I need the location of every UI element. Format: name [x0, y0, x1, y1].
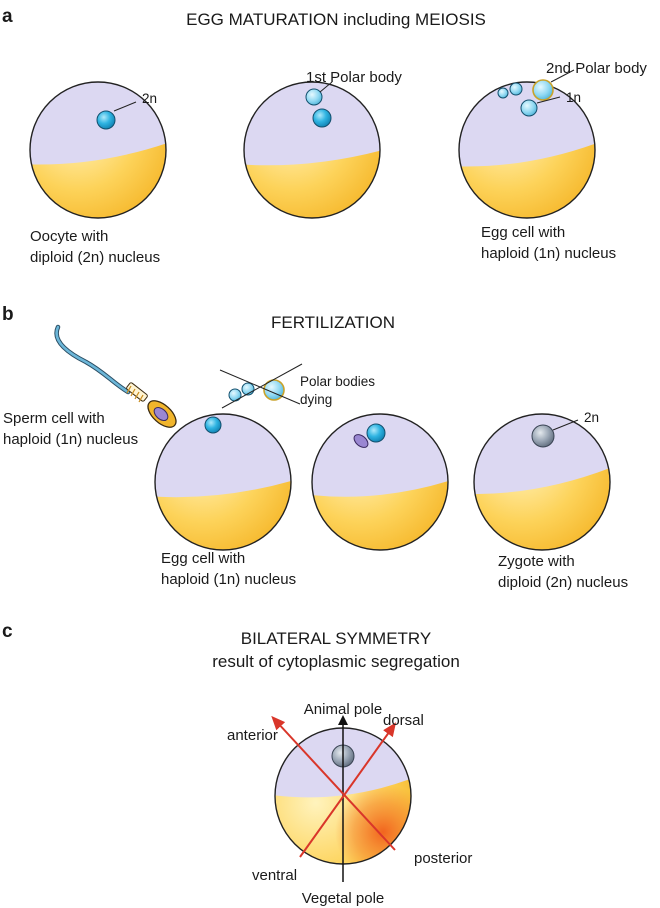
polar-body-small-2 — [509, 82, 523, 96]
label-1st-polar-body: 1st Polar body — [306, 69, 402, 86]
first-polar-body — [305, 88, 323, 106]
egg-haploid-nucleus-b — [204, 416, 222, 434]
egg-nucleus-a2 — [312, 108, 332, 128]
second-polar-body — [532, 79, 554, 101]
zygote-caption-line1: Zygote with — [498, 553, 575, 570]
label-anterior: anterior — [227, 727, 278, 744]
egg-first-polar-cell — [243, 81, 381, 219]
oocyte-caption-line2: diploid (2n) nucleus — [30, 249, 160, 266]
panel-a-title: EGG MATURATION including MEIOSIS — [186, 10, 486, 29]
label-vegetal-pole: Vegetal pole — [302, 890, 385, 907]
sperm-cell — [54, 324, 177, 428]
label-1n: 1n — [566, 90, 581, 105]
panel-c-subtitle: result of cytoplasmic segregation — [212, 652, 460, 671]
leader-2n-a — [113, 101, 137, 112]
female-pronucleus — [366, 423, 386, 443]
zygote-caption-line2: diploid (2n) nucleus — [498, 574, 628, 591]
oocyte-caption-line1: Oocyte with — [30, 228, 108, 245]
leader-2nd-polar — [550, 69, 575, 83]
fertilized-egg-pronuclei — [311, 413, 449, 551]
cross-line-2 — [221, 363, 303, 409]
polar-body-small-1 — [497, 87, 509, 99]
label-2n-a: 2n — [142, 91, 157, 106]
sperm-midpiece — [126, 382, 148, 403]
dorsal-ventral-axis — [299, 722, 397, 858]
panel-c-title: BILATERAL SYMMETRY — [241, 629, 432, 648]
panel-b-letter: b — [2, 304, 14, 325]
sperm-caption-line2: haploid (1n) nucleus — [3, 431, 138, 448]
dying-polar-bodies — [219, 363, 303, 409]
polar-dying-line1: Polar bodies — [300, 374, 375, 389]
polar-dying-line2: dying — [300, 392, 332, 407]
egg-caption-b-line2: haploid (1n) nucleus — [161, 571, 296, 588]
label-posterior: posterior — [414, 850, 472, 867]
egg-haploid-nucleus-a — [520, 99, 538, 117]
oocyte-cell — [29, 81, 167, 219]
anterior-posterior-axis — [271, 715, 396, 851]
sperm-haploid-nucleus — [153, 406, 169, 422]
panel-c-letter: c — [2, 621, 13, 642]
label-animal-pole: Animal pole — [304, 701, 382, 718]
label-2nd-polar-body: 2nd Polar body — [546, 60, 647, 77]
leader-1n — [536, 96, 561, 104]
oocyte-diploid-nucleus — [96, 110, 116, 130]
leader-1st-polar — [319, 81, 333, 93]
egg-caption-a-line2: haploid (1n) nucleus — [481, 245, 616, 262]
panel-a-letter: a — [2, 6, 13, 27]
label-ventral: ventral — [252, 867, 297, 884]
zygote-diploid-nucleus — [531, 424, 555, 448]
panel-b-title: FERTILIZATION — [271, 313, 395, 332]
leader-2n-b — [552, 419, 579, 431]
label-dorsal: dorsal — [383, 712, 424, 729]
label-2n-b: 2n — [584, 410, 599, 425]
egg-caption-a-line1: Egg cell with — [481, 224, 565, 241]
sperm-caption-line1: Sperm cell with — [3, 410, 105, 427]
male-pronucleus — [353, 434, 369, 448]
egg-caption-b-line1: Egg cell with — [161, 550, 245, 567]
